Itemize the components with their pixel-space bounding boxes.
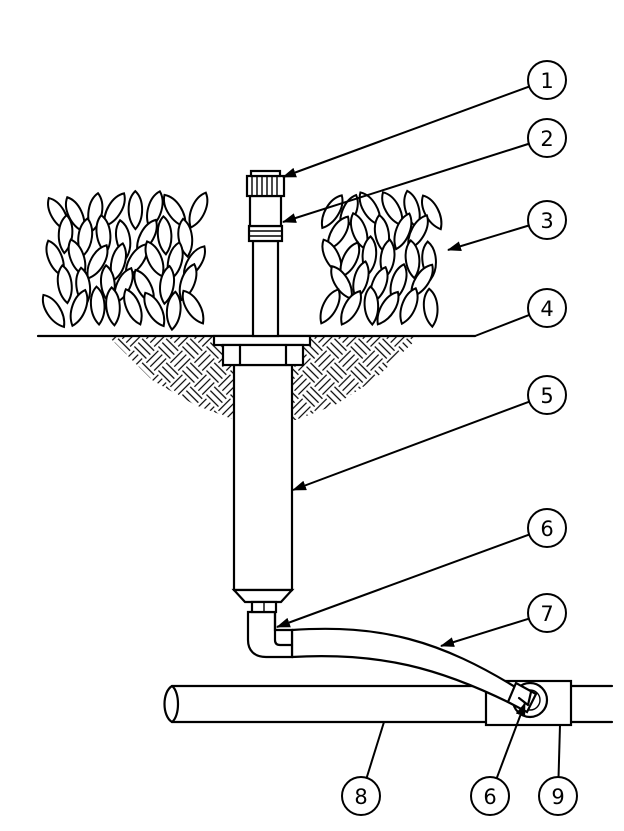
callout-leader [440,617,530,647]
callout-circle [527,200,567,240]
nozzle [245,169,286,198]
callout-leader [276,533,530,628]
leaf [181,289,205,325]
leaf [123,287,143,326]
leaf [143,291,166,328]
leaf [422,287,439,329]
callout-number: 6 [483,785,496,809]
callout-leader [495,702,526,779]
leaf [319,288,341,325]
callout-leader [447,224,530,252]
callout-number: 2 [540,127,553,151]
upper-elbow [246,610,294,659]
leaf [404,239,421,280]
leaf [320,194,344,230]
body-cap [212,334,312,367]
callout-leader [365,721,385,779]
callout-circle [341,776,381,816]
callout-number: 9 [551,785,564,809]
plants-right [319,189,443,329]
leaf [393,212,413,251]
plants-left [41,189,209,332]
callout-number: 8 [354,785,367,809]
leaf [340,289,362,326]
leaf [165,290,182,332]
leaf [56,264,73,305]
sprinkler-body [231,363,295,614]
callout-leader [292,400,530,491]
callout-circle [527,60,567,100]
callout-leader [474,313,530,337]
callouts: 1 2 3 4 5 6 7 8 6 9 [276,60,578,816]
callout-number: 4 [540,297,553,321]
callout-number: 5 [540,384,553,408]
callout-number: 6 [540,517,553,541]
leaf [41,293,66,329]
callout-circle [527,593,567,633]
callout-leader [557,724,561,778]
callout-leader [282,85,530,178]
riser-collar [247,194,284,243]
callout-circle [527,288,567,328]
callout-number: 3 [540,209,553,233]
leaf [363,285,380,327]
leaf [69,288,89,328]
leaf [89,285,106,327]
leaf [421,194,443,231]
leaf [159,264,176,306]
callout-number: 1 [540,69,553,93]
callout-circle [527,508,567,548]
callout-leader [282,142,530,223]
callout-circle [527,118,567,158]
riser-stem [251,239,280,338]
leaf [156,214,173,256]
callout-circle [527,375,567,415]
callout-circle [538,776,578,816]
leaf [376,290,400,326]
callout-circle [470,776,510,816]
leaf [105,286,121,327]
leaf [399,287,419,326]
leaf [127,189,144,231]
callout-number: 7 [540,602,553,626]
